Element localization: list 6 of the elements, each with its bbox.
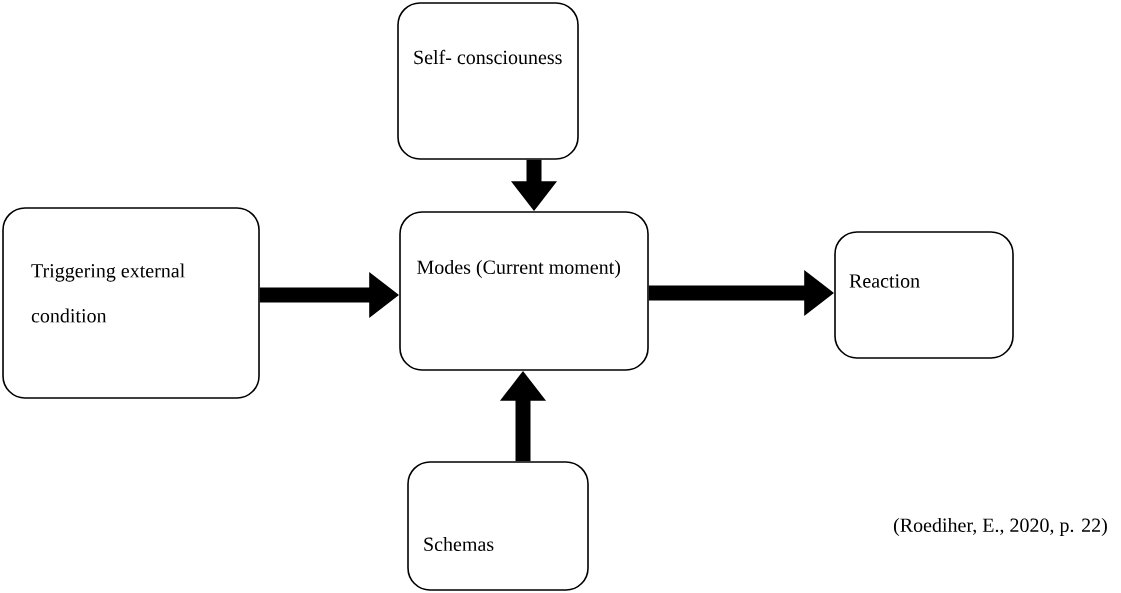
citation: (Roediher, E., 2020, p. 22) [893,517,1107,537]
process-box: Triggering external condition [2,207,260,399]
process-box: Reaction [834,231,1014,359]
process-box: Schemas [407,461,589,591]
process-box: Self- consciouness [397,2,579,160]
process-box: Modes (Current moment) [399,211,649,371]
